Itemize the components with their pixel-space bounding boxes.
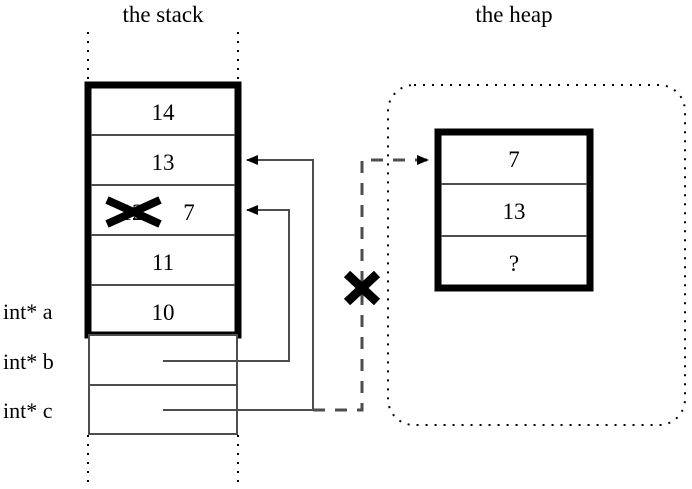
stack-cell-value-2-new: 7 [183, 200, 195, 225]
heap-cell-value-1: 13 [502, 199, 526, 224]
stack-cell-value-0: 14 [151, 100, 175, 125]
heap-block [434, 128, 594, 292]
stack-frame-allocated [84, 81, 242, 339]
strikethrough-x-icon [105, 196, 162, 228]
heap-cell-value-0: 7 [508, 147, 520, 172]
stack-cell-value-4: 10 [151, 300, 175, 325]
stack-cell-value-3: 11 [151, 250, 175, 275]
stack-variable-label-a: int* a [3, 299, 53, 324]
stack-variable-label-b: int* b [3, 349, 54, 374]
stack-frame-outline [84, 81, 242, 339]
stack-cell-value-1: 13 [151, 150, 175, 175]
stack-extent-guides [87, 32, 239, 489]
heap-block-outline [434, 128, 594, 292]
stack-cell-value-2-old: 12 [120, 200, 144, 225]
heap-cell-value-2: ? [508, 251, 520, 276]
pointer-c-arrow [163, 155, 314, 411]
heap-title: the heap [475, 2, 553, 27]
stack-title: the stack [122, 2, 204, 27]
pointer-a-dangling-arrow [313, 155, 429, 412]
invalid-pointer-x-icon [343, 270, 381, 306]
pointer-b-arrow [163, 205, 290, 362]
stack-variable-label-c: int* c [3, 398, 53, 423]
stack-pointer-rows [88, 334, 238, 435]
